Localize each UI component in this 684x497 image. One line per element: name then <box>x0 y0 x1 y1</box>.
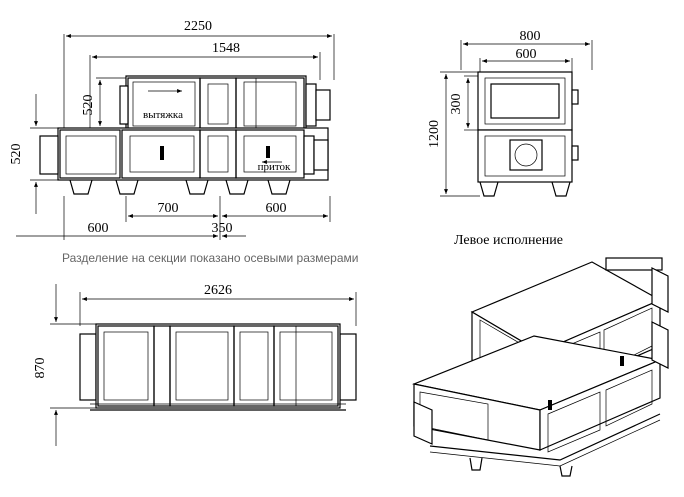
dim-lower-height: 520 <box>9 144 24 165</box>
side-view-caption: Левое исполнение <box>454 233 563 248</box>
dim-base-350: 350 <box>212 221 233 236</box>
section-note: Разделение на секции показано осевыми ра… <box>62 251 358 265</box>
dim-base-600-left: 600 <box>88 221 109 236</box>
label-supply: приток <box>258 161 291 173</box>
dim-top-width: 870 <box>33 358 48 379</box>
dim-upper-length: 1548 <box>212 41 240 56</box>
dim-base-600-right: 600 <box>266 201 287 216</box>
dim-upper-height: 520 <box>81 95 96 116</box>
isometric-view <box>411 257 669 477</box>
dim-width-600: 600 <box>516 47 537 62</box>
dim-base-700: 700 <box>158 201 179 216</box>
dim-width-800: 800 <box>520 29 541 44</box>
front-view: 2250 1548 вытяжка приток <box>9 19 335 240</box>
dim-height-300: 300 <box>449 94 464 115</box>
dim-overall-length: 2250 <box>184 19 212 34</box>
label-exhaust: вытяжка <box>143 109 183 121</box>
side-view: 800 600 300 1200 Левое исполнение <box>427 29 593 248</box>
dim-height-1200: 1200 <box>427 120 442 148</box>
dim-top-length: 2626 <box>204 283 232 298</box>
top-view: 2626 870 <box>33 283 357 446</box>
